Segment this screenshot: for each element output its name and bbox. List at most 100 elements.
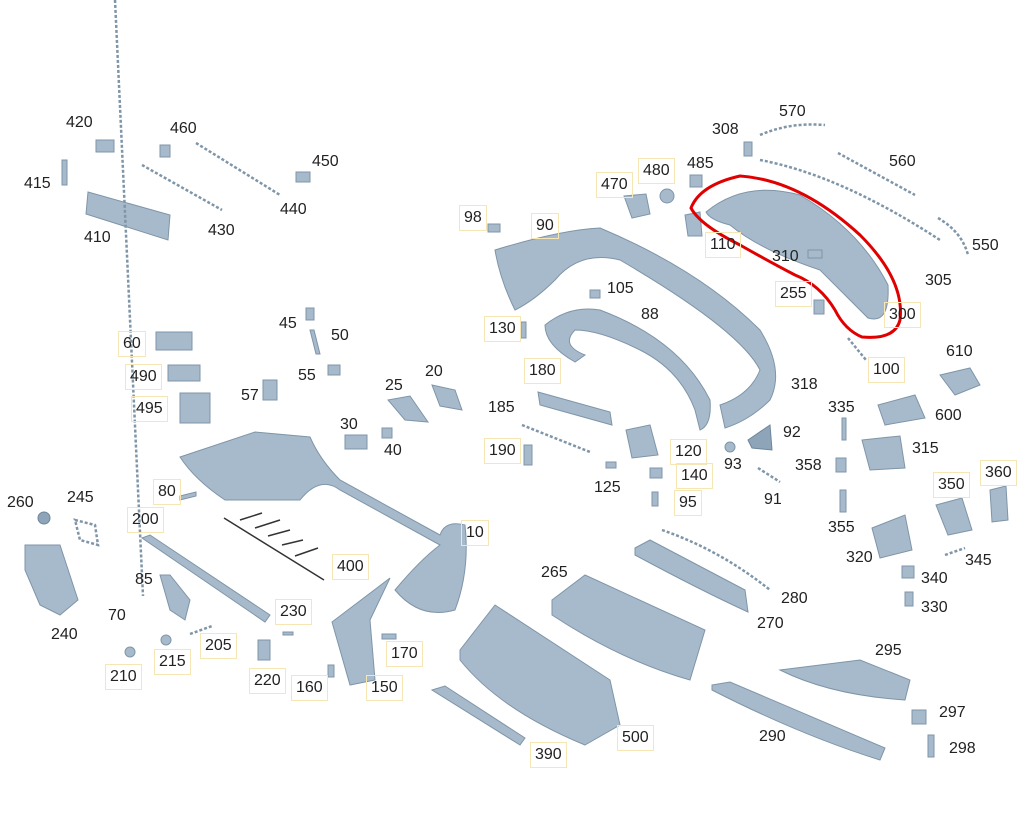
part-160[interactable] bbox=[327, 664, 335, 678]
part-330[interactable] bbox=[904, 591, 914, 607]
callout-297[interactable]: 297 bbox=[939, 704, 966, 721]
callout-460[interactable]: 460 bbox=[170, 120, 197, 137]
part-420[interactable] bbox=[95, 139, 115, 153]
callout-305[interactable]: 305 bbox=[925, 272, 952, 289]
part-295[interactable] bbox=[778, 659, 911, 701]
part-220[interactable] bbox=[257, 639, 271, 661]
callout-570[interactable]: 570 bbox=[779, 103, 806, 120]
callout-120[interactable]: 120 bbox=[670, 439, 707, 465]
callout-30[interactable]: 30 bbox=[340, 416, 358, 433]
part-600[interactable] bbox=[877, 394, 926, 426]
callout-105[interactable]: 105 bbox=[607, 280, 634, 297]
part-570[interactable] bbox=[759, 123, 826, 137]
callout-91[interactable]: 91 bbox=[764, 491, 782, 508]
part-90[interactable] bbox=[494, 227, 777, 429]
part-150[interactable] bbox=[331, 577, 391, 686]
part-92[interactable] bbox=[747, 424, 773, 451]
callout-80[interactable]: 80 bbox=[153, 479, 181, 505]
callout-215[interactable]: 215 bbox=[154, 649, 191, 675]
callout-308[interactable]: 308 bbox=[712, 121, 739, 138]
callout-100[interactable]: 100 bbox=[868, 357, 905, 383]
part-170[interactable] bbox=[381, 633, 397, 640]
part-100[interactable] bbox=[847, 337, 867, 361]
callout-45[interactable]: 45 bbox=[279, 315, 297, 332]
callout-40[interactable]: 40 bbox=[384, 442, 402, 459]
part-297[interactable] bbox=[911, 709, 927, 725]
part-57[interactable] bbox=[262, 379, 278, 401]
part-460[interactable] bbox=[159, 144, 171, 158]
part-290[interactable] bbox=[711, 681, 886, 761]
part-550[interactable] bbox=[937, 216, 970, 256]
part-440[interactable] bbox=[195, 141, 281, 197]
part-358[interactable] bbox=[835, 457, 847, 473]
callout-358[interactable]: 358 bbox=[795, 457, 822, 474]
callout-290[interactable]: 290 bbox=[759, 728, 786, 745]
part-125[interactable] bbox=[605, 461, 617, 469]
callout-160[interactable]: 160 bbox=[291, 675, 328, 701]
callout-600[interactable]: 600 bbox=[935, 407, 962, 424]
callout-355[interactable]: 355 bbox=[828, 519, 855, 536]
part-200[interactable] bbox=[140, 534, 271, 623]
callout-298[interactable]: 298 bbox=[949, 740, 976, 757]
part-185[interactable] bbox=[521, 423, 591, 454]
callout-25[interactable]: 25 bbox=[385, 377, 403, 394]
part-10[interactable] bbox=[179, 431, 467, 613]
part-40[interactable] bbox=[381, 427, 393, 439]
part-80[interactable] bbox=[179, 491, 197, 501]
part-495[interactable] bbox=[179, 392, 211, 424]
callout-125[interactable]: 125 bbox=[594, 479, 621, 496]
callout-320[interactable]: 320 bbox=[846, 549, 873, 566]
callout-495[interactable]: 495 bbox=[131, 396, 168, 422]
callout-200[interactable]: 200 bbox=[127, 507, 164, 533]
part-20[interactable] bbox=[431, 384, 463, 411]
part-430[interactable] bbox=[141, 163, 223, 212]
part-240[interactable] bbox=[24, 544, 79, 616]
callout-390[interactable]: 390 bbox=[530, 742, 567, 768]
callout-335[interactable]: 335 bbox=[828, 399, 855, 416]
callout-450[interactable]: 450 bbox=[312, 153, 339, 170]
part-88[interactable] bbox=[544, 308, 711, 431]
callout-55[interactable]: 55 bbox=[298, 367, 316, 384]
callout-265[interactable]: 265 bbox=[541, 564, 568, 581]
part-45[interactable] bbox=[305, 307, 315, 321]
part-350[interactable] bbox=[935, 497, 973, 536]
part-95[interactable] bbox=[651, 491, 659, 507]
callout-70[interactable]: 70 bbox=[108, 607, 126, 624]
part-308[interactable] bbox=[743, 141, 753, 157]
part-400[interactable] bbox=[223, 512, 325, 581]
callout-350[interactable]: 350 bbox=[933, 472, 970, 498]
callout-480[interactable]: 480 bbox=[638, 158, 675, 184]
part-215[interactable] bbox=[160, 634, 172, 646]
part-180[interactable] bbox=[537, 391, 613, 426]
callout-210[interactable]: 210 bbox=[105, 664, 142, 690]
callout-98[interactable]: 98 bbox=[459, 205, 487, 231]
callout-88[interactable]: 88 bbox=[641, 306, 659, 323]
callout-470[interactable]: 470 bbox=[596, 172, 633, 198]
part-50[interactable] bbox=[309, 329, 321, 355]
callout-440[interactable]: 440 bbox=[280, 201, 307, 218]
part-355[interactable] bbox=[839, 489, 847, 513]
part-270[interactable] bbox=[634, 539, 749, 613]
callout-240[interactable]: 240 bbox=[51, 626, 78, 643]
part-320[interactable] bbox=[871, 514, 913, 559]
part-210[interactable] bbox=[124, 646, 136, 658]
callout-300[interactable]: 300 bbox=[884, 302, 921, 328]
callout-255[interactable]: 255 bbox=[775, 281, 812, 307]
callout-340[interactable]: 340 bbox=[921, 570, 948, 587]
callout-57[interactable]: 57 bbox=[241, 387, 259, 404]
part-280[interactable] bbox=[661, 528, 771, 591]
callout-400[interactable]: 400 bbox=[332, 554, 369, 580]
part-415[interactable] bbox=[61, 159, 68, 186]
callout-345[interactable]: 345 bbox=[965, 552, 992, 569]
part-490[interactable] bbox=[167, 364, 201, 382]
callout-415[interactable]: 415 bbox=[24, 175, 51, 192]
part-245[interactable] bbox=[73, 518, 100, 547]
part-390[interactable] bbox=[430, 685, 526, 746]
part-265[interactable] bbox=[551, 574, 706, 681]
callout-318[interactable]: 318 bbox=[791, 376, 818, 393]
part-485[interactable] bbox=[689, 174, 703, 188]
part-55[interactable] bbox=[327, 364, 341, 376]
part-315[interactable] bbox=[861, 435, 906, 471]
callout-150[interactable]: 150 bbox=[366, 675, 403, 701]
part-105[interactable] bbox=[589, 289, 601, 299]
